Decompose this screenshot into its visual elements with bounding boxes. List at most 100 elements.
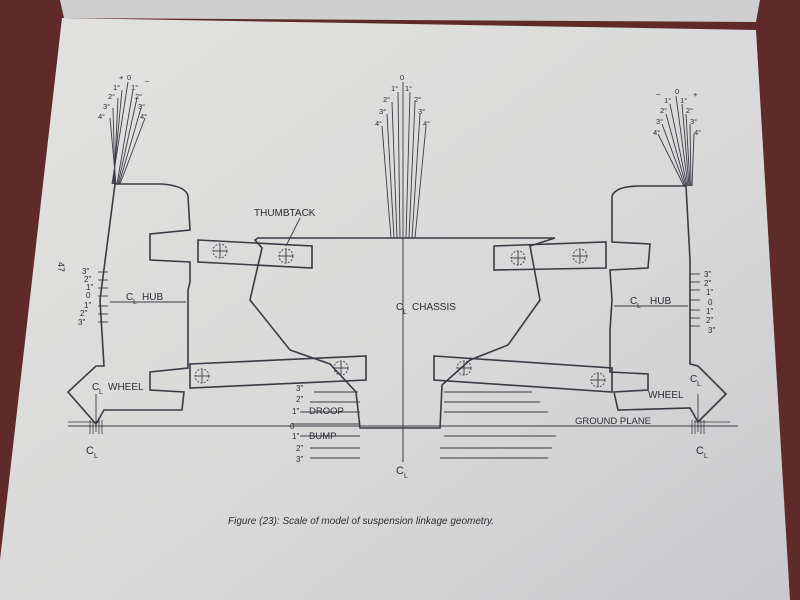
pivot-right-lower-inner: [456, 360, 472, 376]
svg-text:+: +: [693, 90, 698, 99]
svg-text:L: L: [637, 303, 641, 310]
left-hub-label: C L HUB: [126, 292, 163, 306]
svg-text:2": 2": [704, 279, 711, 288]
svg-text:L: L: [99, 389, 103, 396]
center-angle-labels: 0 1° 1° 2° 2° 3° 3° 4° 4°: [375, 73, 430, 128]
right-hub-scale-labels: 3" 2" 1" 0 1" 2" 3": [704, 270, 715, 335]
svg-text:1°: 1°: [131, 83, 138, 92]
thumbtack-leader: [285, 217, 301, 247]
svg-text:−: −: [656, 90, 661, 99]
svg-text:L: L: [94, 453, 98, 460]
svg-text:3": 3": [704, 270, 711, 279]
svg-text:3°: 3°: [656, 117, 663, 126]
pivot-right-upper-inner: [510, 250, 526, 266]
svg-text:1": 1": [292, 432, 299, 441]
svg-text:3°: 3°: [690, 117, 697, 126]
right-camber-scale: [657, 95, 695, 187]
svg-text:L: L: [697, 381, 701, 388]
chassis-cl-bottom: C L: [396, 465, 408, 480]
droop-bump-lines-left: [292, 391, 360, 459]
back-page-edge: [60, 0, 760, 22]
svg-text:4°: 4°: [375, 119, 382, 128]
svg-text:1": 1": [706, 288, 713, 297]
right-wheel-ticks: [691, 420, 705, 434]
svg-text:C: C: [690, 374, 697, 385]
svg-text:3°: 3°: [138, 102, 145, 111]
left-upper-arm: [197, 239, 313, 269]
svg-text:C: C: [696, 445, 704, 457]
svg-text:3": 3": [708, 326, 715, 335]
droop-bump-lines-right: [440, 391, 556, 459]
bump-label: BUMP: [309, 431, 336, 442]
svg-text:C: C: [396, 302, 403, 313]
svg-text:CHASSIS: CHASSIS: [412, 302, 456, 313]
svg-text:C: C: [630, 296, 637, 307]
svg-text:1°: 1°: [680, 96, 687, 105]
svg-text:4°: 4°: [140, 112, 147, 121]
chassis-label: C L CHASSIS: [396, 302, 456, 316]
svg-text:+: +: [119, 73, 124, 82]
left-hub-scale-ticks: [98, 271, 108, 323]
pivot-right-upper-outer: [572, 248, 588, 264]
svg-text:C: C: [86, 445, 94, 457]
figure-caption: Figure (23): Scale of model of suspensio…: [228, 516, 494, 527]
svg-text:2°: 2°: [660, 106, 667, 115]
svg-text:2": 2": [706, 316, 713, 325]
pivot-left-lower-inner: [333, 360, 349, 376]
left-wheel-label: C L WHEEL: [92, 382, 144, 396]
chassis-outline: [249, 237, 556, 429]
svg-text:4°: 4°: [423, 119, 430, 128]
page-number: 47: [56, 262, 66, 272]
svg-text:1": 1": [84, 301, 91, 310]
right-wheel-cl-bottom: C L: [696, 445, 708, 460]
svg-text:1°: 1°: [391, 84, 398, 93]
svg-text:3": 3": [78, 318, 85, 327]
right-hub-label: C L HUB: [630, 296, 671, 310]
svg-text:WHEEL: WHEEL: [648, 390, 684, 401]
svg-text:−: −: [145, 77, 150, 86]
svg-text:3°: 3°: [418, 107, 425, 116]
svg-text:2°: 2°: [686, 106, 693, 115]
svg-text:HUB: HUB: [142, 292, 163, 303]
svg-text:2°: 2°: [383, 95, 390, 104]
svg-text:3°: 3°: [103, 102, 110, 111]
svg-text:1": 1": [292, 407, 299, 416]
pivot-left-lower-outer: [194, 368, 210, 384]
svg-text:4°: 4°: [694, 128, 701, 137]
svg-text:L: L: [133, 299, 137, 306]
svg-text:0: 0: [400, 73, 404, 82]
svg-text:1": 1": [706, 307, 713, 316]
thumbtack-label: THUMBTACK: [254, 208, 316, 219]
svg-text:C: C: [396, 465, 404, 477]
svg-text:0: 0: [675, 87, 679, 96]
right-wheel-upright: [609, 185, 728, 424]
svg-text:1°: 1°: [113, 83, 120, 92]
droop-scale-labels: 3" 2" 1" 0 1" 2" 3" DROOP BUMP: [290, 384, 344, 464]
svg-text:0: 0: [708, 298, 713, 307]
svg-text:0: 0: [86, 291, 91, 300]
svg-text:2°: 2°: [414, 95, 421, 104]
right-upper-arm: [493, 241, 607, 271]
right-lower-arm: [433, 355, 613, 393]
svg-text:0: 0: [127, 73, 131, 82]
paper-sheet: [0, 18, 790, 600]
svg-text:1°: 1°: [664, 96, 671, 105]
svg-text:L: L: [403, 309, 407, 316]
svg-text:2°: 2°: [108, 92, 115, 101]
right-angle-labels: 0 1° 1° 2° 2° 3° 3° 4° 4° − +: [653, 87, 701, 137]
svg-text:L: L: [404, 473, 408, 480]
svg-text:2": 2": [84, 275, 91, 284]
left-wheel-upright: [66, 183, 191, 426]
ground-plane-label: GROUND PLANE: [575, 416, 651, 427]
svg-text:C: C: [126, 292, 133, 303]
svg-text:2°: 2°: [135, 92, 142, 101]
left-wheel-ticks: [89, 420, 103, 434]
svg-text:0: 0: [290, 422, 295, 431]
left-wheel-cl-bottom: C L: [86, 445, 98, 460]
left-hub-scale-labels: 3" 2" 1" 0 1" 2" 3": [78, 267, 93, 327]
pivot-points: [194, 243, 606, 388]
left-lower-arm: [189, 355, 367, 389]
svg-text:1°: 1°: [405, 84, 412, 93]
